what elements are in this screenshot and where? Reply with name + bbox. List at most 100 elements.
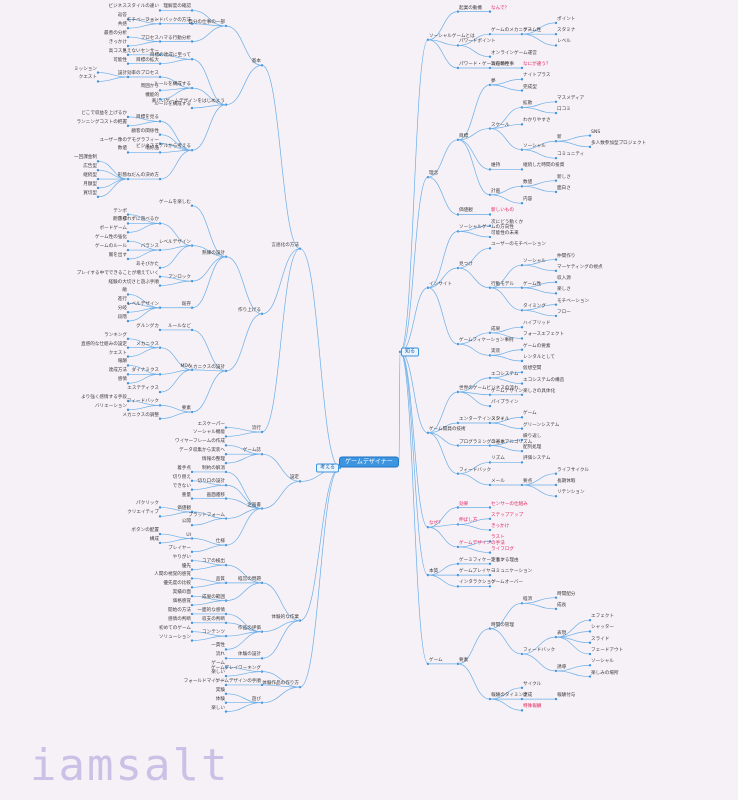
topic-node[interactable]: ポイント — [557, 16, 576, 22]
topic-node[interactable]: レベルデザイン — [158, 239, 191, 245]
topic-node[interactable]: 特殊報酬 — [523, 704, 542, 710]
topic-node[interactable]: 設計 — [117, 71, 127, 76]
topic-node[interactable]: インタラクション — [459, 580, 496, 586]
topic-node[interactable]: 制約の解消 — [202, 465, 225, 471]
topic-node[interactable]: 流行 — [251, 426, 261, 431]
topic-node[interactable]: 直感的な仕組みの設定 — [81, 341, 127, 347]
topic-node[interactable]: 長期休暇 — [557, 478, 576, 484]
topic-node[interactable]: 目標の拡大 — [136, 57, 159, 63]
topic-node[interactable]: ダイナミクス — [131, 368, 159, 374]
topic-node[interactable]: ゲーム — [523, 411, 537, 417]
topic-node[interactable]: 時間配分 — [557, 591, 576, 597]
topic-node[interactable]: ソーシャルゲームとは — [429, 33, 475, 39]
topic-node[interactable]: ソリューション — [158, 634, 191, 640]
topic-node[interactable]: ソーシャルゲームの方向性 — [459, 225, 514, 231]
topic-node[interactable]: 次にどう動くか — [491, 219, 524, 225]
topic-node[interactable]: 継続型 — [83, 173, 97, 179]
topic-node[interactable]: 体験の設計 — [238, 652, 261, 658]
topic-node[interactable]: ソーシャル — [523, 259, 546, 265]
topic-node[interactable]: フォースエフェクト — [523, 332, 565, 338]
topic-node[interactable]: 内容 — [523, 197, 533, 203]
topic-node[interactable]: 楽しさ — [557, 287, 571, 293]
topic-node[interactable]: 敵 — [122, 288, 127, 294]
topic-node[interactable]: フィードバック — [459, 467, 492, 473]
topic-node[interactable]: エステティクス — [127, 386, 159, 392]
topic-node[interactable]: ゲーム性 — [523, 281, 542, 287]
topic-node[interactable]: 報酬のタイミング — [491, 693, 528, 699]
topic-node[interactable]: ゲームのメカニクス — [491, 28, 533, 34]
topic-node[interactable]: 実装 — [491, 349, 501, 355]
topic-node[interactable]: ビジネススタイルの違い — [108, 4, 159, 10]
topic-node[interactable]: タイミング — [523, 304, 546, 310]
topic-node[interactable]: 要点 — [523, 478, 533, 484]
topic-node[interactable]: 可能性の未来 — [491, 231, 519, 237]
topic-node[interactable]: 楽しみの場所 — [591, 670, 619, 676]
topic-node[interactable]: 飽きられずに遊べるか — [113, 217, 159, 223]
topic-node[interactable]: 経験の大切さと遊ぶ手順 — [108, 279, 159, 285]
topic-node[interactable]: エコシステム — [491, 371, 519, 377]
topic-node[interactable]: ゲームプレイヤー — [459, 569, 496, 575]
topic-node[interactable]: ハマる行動分析 — [158, 35, 191, 41]
topic-node[interactable]: ランキング — [104, 332, 127, 338]
topic-node[interactable]: 目標 — [117, 217, 127, 223]
topic-node[interactable]: エコシステムの構造 — [523, 377, 565, 383]
topic-node[interactable]: 可能性 — [113, 57, 127, 63]
topic-node[interactable]: 仮想空間 — [523, 366, 542, 372]
topic-node[interactable]: 配列処理 — [523, 445, 542, 451]
topic-node[interactable]: きっかけ — [491, 524, 510, 530]
topic-node[interactable]: より強く感情する手段 — [81, 394, 127, 400]
topic-node[interactable]: シャッター — [591, 625, 614, 631]
topic-node[interactable]: 目標を見る — [136, 115, 159, 121]
topic-node[interactable]: メカニクスの設計 — [188, 364, 225, 370]
topic-node[interactable]: 成果の範囲 — [202, 594, 225, 600]
topic-node[interactable]: 作品の評価 — [238, 625, 261, 631]
topic-node[interactable]: 伸ばし方 — [459, 518, 478, 524]
topic-node[interactable]: エスケーパー — [197, 421, 225, 427]
topic-node[interactable]: 公開 — [181, 519, 191, 525]
topic-node[interactable]: 経営の問題 — [238, 576, 261, 582]
topic-node[interactable]: オンラインゲーム運営 — [491, 50, 537, 56]
topic-node[interactable]: 切り替え — [172, 474, 191, 480]
topic-node[interactable]: グリーンシステム — [523, 422, 560, 428]
topic-node[interactable]: 周囲から — [140, 84, 159, 90]
topic-node[interactable]: 賞を出す — [108, 252, 127, 258]
topic-node[interactable]: わかりやすさ — [523, 118, 551, 124]
topic-node[interactable]: スケール — [491, 122, 510, 128]
topic-node[interactable]: ライフサイクル — [557, 467, 589, 473]
topic-node[interactable]: 熟練の設計 — [202, 250, 225, 256]
topic-node[interactable]: 達成方法 — [108, 368, 127, 374]
topic-node[interactable]: 継続した時間の投資 — [523, 163, 565, 169]
topic-node[interactable]: ライフログ — [491, 546, 514, 552]
topic-node[interactable]: コミュニティ — [557, 152, 585, 158]
topic-node[interactable]: レベルデザイン — [126, 301, 159, 307]
topic-node[interactable]: 目標の達成に至って — [149, 53, 191, 59]
topic-node[interactable]: ラスト — [491, 535, 505, 541]
topic-node[interactable]: スタミナ — [557, 28, 576, 34]
topic-node[interactable]: 形態 — [117, 173, 127, 179]
topic-node[interactable]: クリエイティブ — [127, 510, 159, 516]
topic-node[interactable]: ゲームを楽しむ — [158, 199, 191, 205]
topic-node[interactable]: 品質 — [215, 576, 225, 582]
topic-node[interactable]: 重量 — [181, 492, 191, 498]
topic-node[interactable]: センサーの仕組み — [491, 501, 528, 507]
topic-node[interactable]: ゲームプレイワーキング — [211, 665, 261, 671]
topic-node[interactable]: 要素 — [181, 406, 191, 412]
topic-node[interactable]: 企画書 — [247, 502, 261, 508]
topic-node[interactable]: ゲーミフィケーション — [459, 557, 505, 563]
topic-node[interactable]: 拡散 — [523, 101, 533, 107]
topic-node[interactable]: 楽しい — [211, 705, 225, 711]
topic-node[interactable]: ステップアップ — [491, 512, 524, 518]
topic-node[interactable]: MDA — [180, 363, 191, 369]
topic-node[interactable]: 見つけ — [459, 262, 473, 268]
topic-node[interactable]: 維持 — [491, 163, 501, 169]
topic-node[interactable]: 収支の判断 — [202, 616, 225, 622]
topic-node[interactable]: 買切型 — [83, 190, 97, 196]
topic-node[interactable]: なぜ？ — [429, 521, 443, 527]
topic-node[interactable]: 体験作品の作り方 — [262, 681, 299, 687]
topic-node[interactable]: ゲーム誌 — [242, 448, 261, 454]
topic-node[interactable]: 流れ — [215, 652, 225, 658]
topic-node[interactable]: 一回課金制 — [74, 155, 97, 161]
topic-node[interactable]: 現在の仕事 — [491, 61, 514, 67]
topic-node[interactable]: スライド — [591, 636, 610, 642]
topic-node[interactable]: フェードアウト — [591, 648, 624, 654]
